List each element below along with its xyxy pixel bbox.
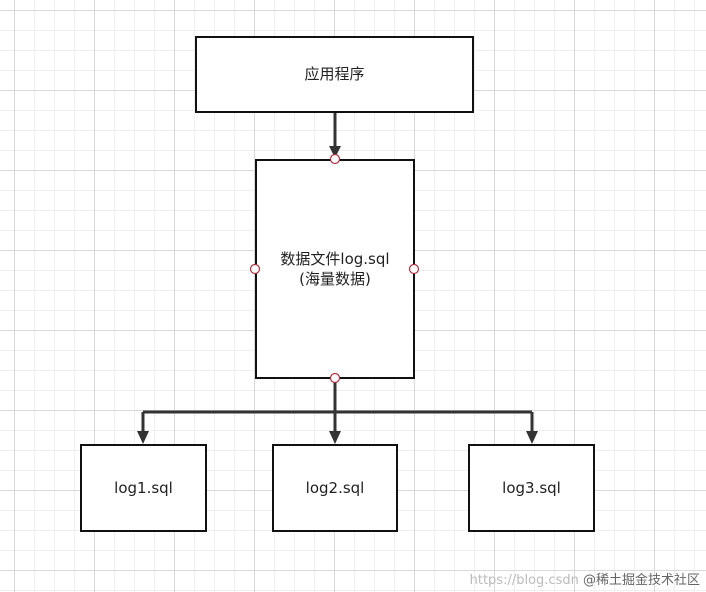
log3-label: log3.sql [502,478,561,497]
data-file-node: 数据文件log.sql (海量数据) [255,159,415,379]
port-right [408,263,420,275]
log3-node: log3.sql [468,444,595,532]
port-left [249,263,261,275]
arrowhead-log3 [526,431,538,444]
log2-node: log2.sql [272,444,398,532]
arrowhead-data [329,146,341,158]
arrowhead-log2 [329,431,341,444]
app-label: 应用程序 [304,65,365,84]
app-node: 应用程序 [195,36,474,113]
watermark: https://blog.csdn @稀土掘金技术社区 [470,569,700,588]
log2-label: log2.sql [305,478,365,497]
log1-node: log1.sql [80,444,207,532]
watermark-brand: @稀土掘金技术社区 [582,573,700,588]
data-file-note: (海量数据) [299,270,371,288]
port-bottom [329,372,341,384]
arrowhead-log1 [137,431,149,444]
log1-label: log1.sql [114,478,173,497]
watermark-url: https://blog.csdn [469,573,579,588]
port-top [329,153,341,165]
data-file-title: 数据文件log.sql [280,249,390,268]
